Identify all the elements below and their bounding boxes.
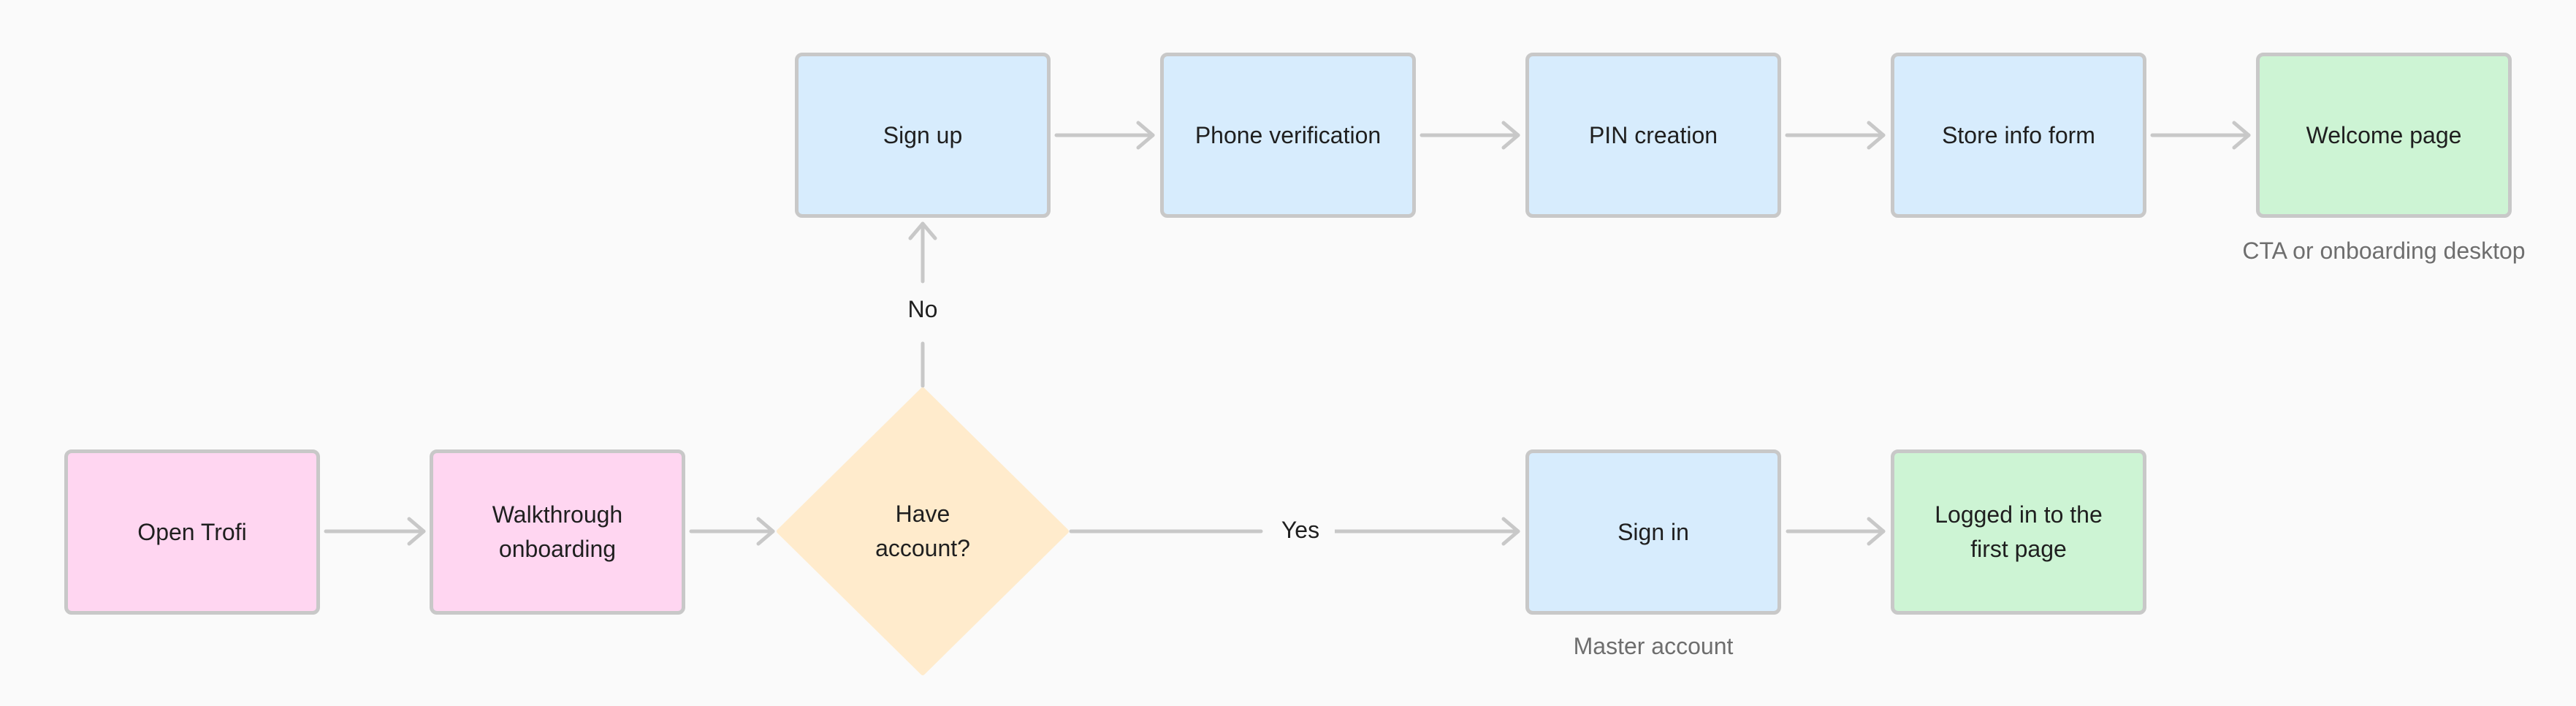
node-store-info-form: Store info form	[1891, 53, 2146, 218]
node-walkthrough-onboarding: Walkthrough onboarding	[430, 449, 685, 615]
decision-have-account-label: Have account?	[875, 501, 970, 561]
node-logged-in-label: Logged in to the first page	[1935, 501, 2103, 562]
arrowhead-loggedin	[1867, 517, 1886, 546]
arrowhead-store	[1867, 121, 1886, 150]
arrowhead-pin	[1501, 121, 1520, 150]
node-store-info-form-label: Store info form	[1942, 121, 2095, 148]
arrowhead-signin	[1501, 517, 1520, 546]
node-sign-in: Sign in	[1525, 449, 1781, 615]
caption-cta-or-onboarding: CTA or onboarding desktop	[2242, 238, 2526, 264]
node-open-trofi-label: Open Trofi	[137, 518, 247, 545]
arrowhead-phone	[1136, 121, 1155, 150]
arrowhead-walkthrough	[407, 517, 426, 546]
decision-diamond	[777, 387, 1069, 675]
node-pin-creation-label: PIN creation	[1588, 121, 1718, 148]
node-phone-verification-label: Phone verification	[1194, 121, 1382, 148]
arrowhead-signup	[908, 221, 937, 240]
node-sign-in-label: Sign in	[1617, 518, 1689, 545]
caption-master-account: Master account	[1573, 633, 1734, 659]
node-phone-verification: Phone verification	[1160, 53, 1416, 218]
node-welcome-page-label: Welcome page	[2306, 121, 2462, 148]
node-sign-up-label: Sign up	[883, 121, 963, 148]
node-open-trofi: Open Trofi	[64, 449, 320, 615]
edge-label-yes: Yes	[1266, 517, 1335, 544]
arrowhead-welcome	[2232, 121, 2251, 150]
node-walkthrough-label: Walkthrough onboarding	[492, 501, 623, 562]
node-logged-in: Logged in to the first page	[1891, 449, 2146, 615]
node-welcome-page: Welcome page	[2256, 53, 2512, 218]
edge-label-no: No	[897, 296, 948, 323]
arrowhead-decision	[756, 517, 775, 546]
node-pin-creation: PIN creation	[1525, 53, 1781, 218]
node-sign-up: Sign up	[795, 53, 1051, 218]
